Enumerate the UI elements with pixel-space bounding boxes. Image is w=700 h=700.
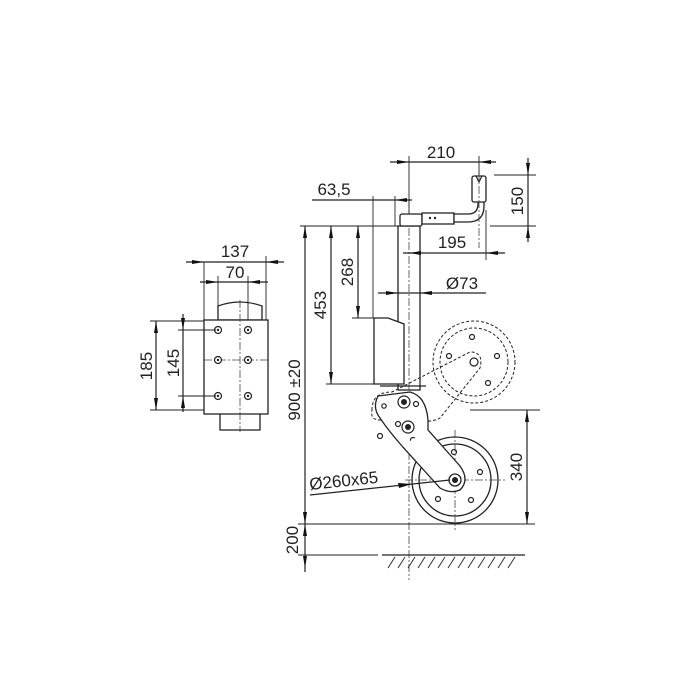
label-900: 900 ±20 xyxy=(285,359,304,420)
label-195: 195 xyxy=(438,233,466,252)
dim-plate-height: 185 xyxy=(137,320,204,411)
dim-453: 453 xyxy=(311,226,374,385)
label-137: 137 xyxy=(221,242,249,261)
label-63-5: 63,5 xyxy=(317,180,350,199)
label-d73: Ø73 xyxy=(446,274,478,293)
dim-plate-width: 137 xyxy=(186,242,284,320)
label-145: 145 xyxy=(164,349,183,377)
label-150: 150 xyxy=(508,187,527,215)
dim-handle-length: 195 xyxy=(403,210,505,260)
dim-total-height: 900 ±20 xyxy=(285,226,307,524)
dim-axle-height: 340 xyxy=(470,409,540,524)
dim-plate-hole-spacing-h: 70 xyxy=(200,263,268,320)
crank-handle xyxy=(399,172,487,248)
label-210: 210 xyxy=(427,143,455,162)
dim-plate-hole-spacing-v: 145 xyxy=(164,314,216,412)
label-wheel-size: Ø260x65 xyxy=(308,468,379,494)
ground xyxy=(298,554,525,569)
label-185: 185 xyxy=(137,352,156,380)
dim-handle-reach: 210 xyxy=(390,143,496,214)
label-70: 70 xyxy=(226,263,245,282)
label-200: 200 xyxy=(283,526,302,554)
retracted-wheel-dashed xyxy=(371,320,516,423)
clamp-block xyxy=(373,317,426,387)
dim-268: 268 xyxy=(338,226,374,319)
jockey-tube xyxy=(397,200,421,580)
deployed-wheel xyxy=(401,429,505,530)
mounting-plate-view xyxy=(203,300,269,432)
label-268: 268 xyxy=(338,258,357,286)
dim-tube-diameter: Ø73 xyxy=(378,274,486,295)
dim-handle-offset: 63,5 xyxy=(312,180,412,318)
label-340: 340 xyxy=(507,453,526,481)
dim-ground-clearance: 200 xyxy=(283,524,307,572)
dim-handle-height: 150 xyxy=(490,158,536,242)
label-453: 453 xyxy=(311,291,330,319)
